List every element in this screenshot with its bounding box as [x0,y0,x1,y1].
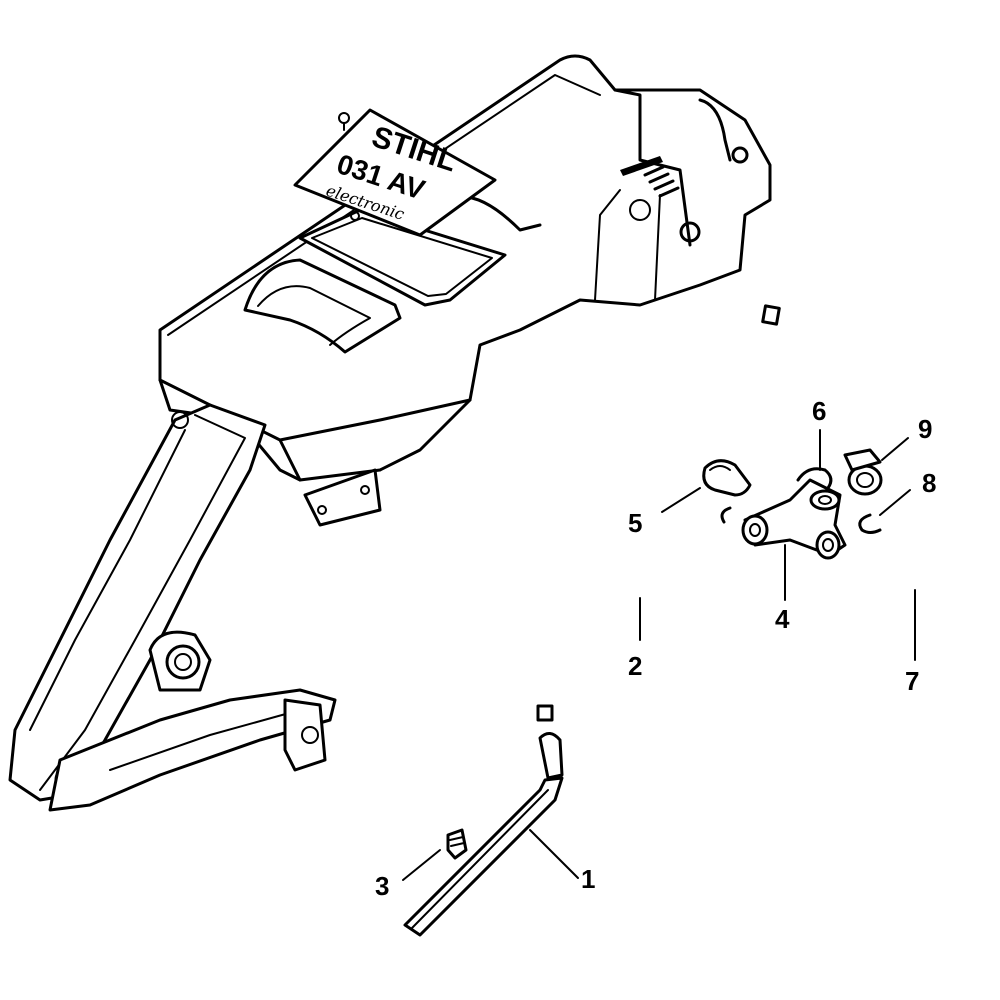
spring-clip-8 [858,513,882,534]
callout-2: 2 [628,651,642,681]
callout-1: 1 [581,864,595,894]
hose-clamp [843,448,883,496]
callout-7: 7 [905,666,919,696]
callout-8: 8 [922,468,936,498]
cap [702,459,752,497]
filter-nipple [446,828,468,860]
leader-3 [402,849,441,881]
leader-9 [881,437,909,461]
spring-clip-small [720,506,732,524]
leader-5 [661,487,701,513]
leader-lines [402,429,916,881]
spring-clip-6 [796,467,833,490]
hose-2 [536,536,729,722]
leader-8 [879,489,911,516]
callout-5: 5 [628,508,642,538]
callout-4: 4 [775,604,790,634]
hose-7 [761,304,995,586]
screw-icon [338,112,350,131]
callout-numbers: 1 2 3 4 5 6 7 8 9 [375,396,936,901]
callout-6: 6 [812,396,826,426]
tank-housing: STIHL 031 AV electronic [158,54,772,527]
callout-3: 3 [375,871,389,901]
handle-bar [8,403,337,812]
t-connector [741,478,847,560]
callout-9: 9 [918,414,932,444]
pickup-tube [403,732,564,937]
leader-1 [529,829,579,879]
